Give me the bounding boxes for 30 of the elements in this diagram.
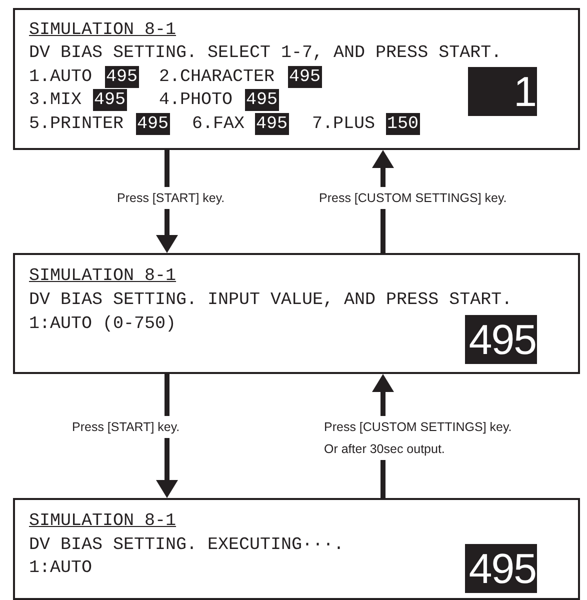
screen-panel [13,8,580,150]
screen-text: 6.FAX [192,114,245,134]
screen-title: SIMULATION 8-1 [29,20,176,40]
screen-text: 4.PHOTO [159,90,233,110]
screen-text: DV BIAS SETTING. EXECUTING···. [29,535,344,555]
screen-text: 1:AUTO (0-750) [29,314,176,334]
value-highlight: 495 [136,113,170,135]
value-highlight: 495 [288,66,322,88]
edge-label: Press [START] key. [72,416,180,438]
value-highlight: 495 [255,113,289,135]
screen-text: 1.AUTO [29,67,92,87]
screen-text: 2.CHARACTER [159,67,275,87]
value-display: 1 [468,67,537,116]
screen-title: SIMULATION 8-1 [29,511,176,531]
screen-title: SIMULATION 8-1 [29,266,176,286]
value-highlight: 150 [386,113,420,135]
value-highlight: 495 [93,89,127,111]
screen-text: 3.MIX [29,90,82,110]
screen-text: DV BIAS SETTING. INPUT VALUE, AND PRESS START. [29,290,512,310]
value-display: 495 [465,544,537,593]
value-highlight: 495 [245,89,279,111]
screen-panel [13,253,580,374]
screen-text: 7.PLUS [312,114,376,134]
screen-text: 1:AUTO [29,558,92,578]
value-display: 495 [465,315,537,364]
screen-panel [13,498,580,600]
edge-label: Press [CUSTOM SETTINGS] key. [319,187,507,209]
screen-text: 5.PRINTER [29,114,124,134]
screen-text: DV BIAS SETTING. SELECT 1-7, AND PRESS START. [29,43,502,63]
value-highlight: 495 [105,66,139,88]
